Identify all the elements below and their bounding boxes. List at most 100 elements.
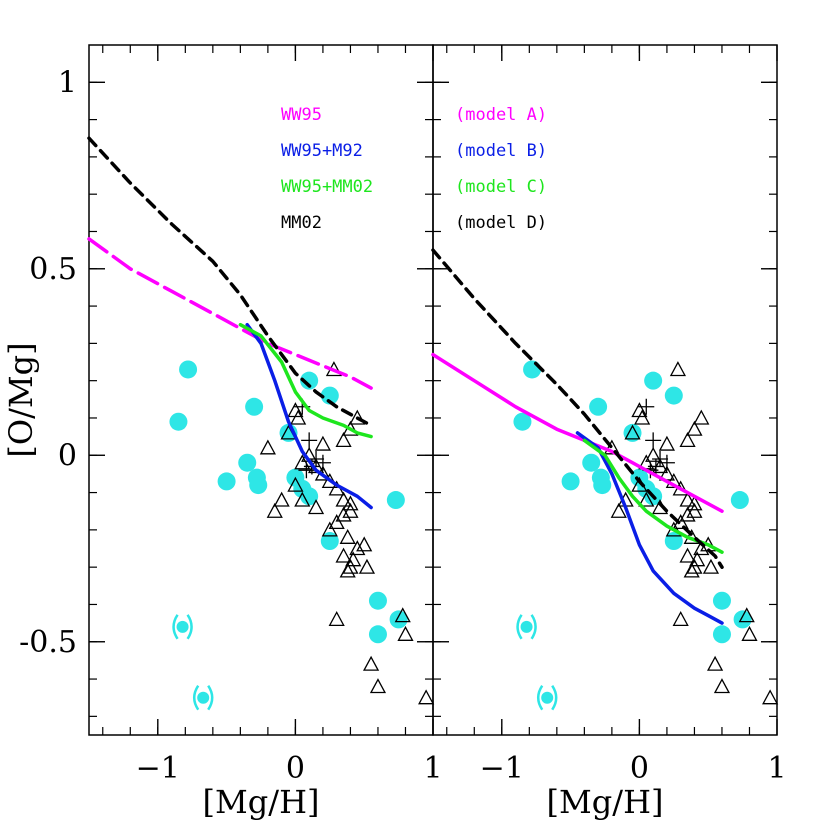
cyan-circle-point: [589, 397, 608, 416]
triangle-point: [638, 491, 655, 507]
triangle-point: [342, 558, 359, 574]
triangle-point: [339, 528, 356, 544]
x-tick-label: 1: [423, 751, 442, 786]
cyan-circle-point: [582, 453, 601, 472]
cyan-circle-point: [523, 360, 542, 379]
cyan-circle-point: [389, 610, 408, 629]
x-tick-label: 1: [767, 751, 786, 786]
parenthesis-left: [536, 685, 544, 711]
cyan-circle-point: [644, 371, 663, 390]
model-lines: [87, 136, 724, 625]
triangle-point: [294, 491, 311, 507]
cross-point: [652, 451, 669, 467]
cyan-circle-point: [249, 476, 268, 495]
legend-entry: MM02: [281, 213, 322, 233]
y-axis-title: [O/Mg]: [2, 342, 40, 457]
triangle-point: [335, 491, 352, 507]
triangle-point: [738, 607, 755, 623]
cyan-circle-point: [368, 591, 387, 610]
cross-point: [658, 454, 675, 471]
triangle-point: [356, 536, 373, 552]
triangle-point: [610, 502, 627, 518]
triangle-point: [335, 506, 352, 522]
cross-point: [301, 432, 318, 449]
cyan-circle-point: [300, 487, 319, 506]
triangle-point: [369, 678, 387, 694]
triangle-point: [290, 409, 307, 425]
triangle-point: [741, 625, 758, 641]
cyan-circle-point: [730, 491, 749, 510]
legend-entry: (model D): [455, 213, 547, 233]
cyan-circle-point: [513, 412, 532, 431]
cross-point: [298, 462, 315, 479]
triangle-point: [762, 689, 779, 705]
cyan-circle-point: [733, 610, 752, 629]
triangle-point: [418, 689, 435, 705]
cross-point: [308, 451, 325, 467]
triangle-point: [693, 409, 710, 425]
triangle-point: [683, 562, 700, 578]
cyan-circle-point: [593, 476, 612, 495]
cyan-circle-point: [245, 397, 264, 416]
cyan-circle-point: [368, 625, 387, 644]
cyan-circle-point: [712, 591, 731, 610]
triangle-point: [658, 435, 676, 451]
triangle-point: [349, 540, 366, 556]
legend-entry: (model C): [455, 177, 547, 197]
cyan-circle-parenthesized-point: [541, 691, 554, 704]
legend-entry: WW95: [281, 105, 322, 125]
triangle-point: [679, 547, 696, 563]
cyan-circle-point: [664, 386, 683, 405]
triangle-point: [394, 607, 411, 623]
parenthesis-right: [530, 614, 537, 640]
triangle-point: [259, 439, 276, 455]
triangle-point: [266, 502, 283, 518]
triangle-point: [335, 547, 352, 563]
triangle-point: [702, 558, 720, 574]
x-tick-label: −1: [136, 751, 180, 786]
x-tick-label: 0: [630, 751, 649, 786]
triangle-point: [669, 361, 687, 377]
cyan-circle-point: [238, 453, 257, 472]
triangle-point: [342, 502, 359, 518]
cyan-circle-point: [320, 532, 339, 551]
triangle-point: [679, 431, 696, 448]
legend-entry: (model B): [455, 141, 547, 161]
triangle-point: [686, 495, 703, 511]
cyan-circle-point: [320, 386, 339, 405]
y-tick-label: 0: [58, 438, 77, 473]
triangle-point: [335, 431, 352, 448]
x-axis-title: [Mg/H]: [547, 783, 664, 821]
series-line: [87, 136, 373, 428]
series-line: [238, 322, 373, 439]
series-line: [575, 431, 724, 625]
cyan-circle-point: [300, 371, 319, 390]
triangle-point: [686, 558, 703, 574]
cyan-circle-point: [179, 360, 198, 379]
triangle-point: [328, 611, 345, 627]
triangle-point: [679, 491, 696, 507]
triangle-point: [686, 420, 703, 436]
legend-entry: WW95+M92: [281, 141, 363, 161]
triangle-point: [603, 439, 620, 455]
parenthesis-right: [186, 614, 193, 640]
triangle-point: [713, 678, 731, 694]
legend-entry: (model A): [455, 105, 547, 125]
triangle-point: [349, 409, 366, 425]
cyan-circle-parenthesized-point: [520, 620, 533, 633]
triangle-point: [624, 424, 641, 440]
parenthesis-right: [551, 685, 558, 711]
series-line: [245, 322, 373, 510]
triangle-point: [686, 502, 703, 518]
triangle-point: [321, 521, 338, 537]
triangle-point: [287, 476, 304, 492]
y-tick-label: -0.5: [19, 625, 77, 660]
cyan-circle-point: [664, 532, 683, 551]
triangle-point: [645, 446, 662, 462]
x-tick-label: −1: [480, 751, 524, 786]
triangle-point: [314, 435, 332, 451]
triangle-point: [339, 562, 356, 578]
